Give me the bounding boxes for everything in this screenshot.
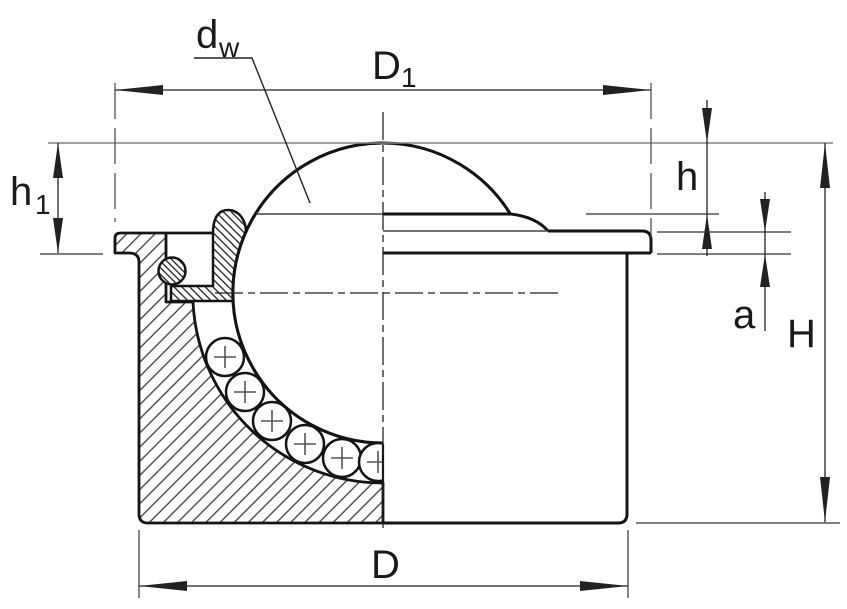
label-H: H <box>787 312 816 356</box>
arrowhead <box>760 254 770 287</box>
arrowhead <box>580 581 628 591</box>
label-dw-sub: w <box>218 32 240 63</box>
flange-lip-edge <box>548 229 653 253</box>
label-h1: h <box>10 170 32 214</box>
centerlines <box>215 112 560 528</box>
ball-center-crosses <box>214 346 383 473</box>
arrowhead <box>139 581 187 591</box>
arrowhead <box>760 199 770 232</box>
label-a: a <box>733 293 756 337</box>
cup-retainer-section <box>169 208 248 303</box>
label-h: h <box>676 155 698 199</box>
arrowhead <box>603 85 651 95</box>
dimension-H: H <box>787 143 830 522</box>
main-ball-outline <box>231 141 513 445</box>
arrowhead <box>53 218 63 253</box>
label-D1: D <box>372 44 401 88</box>
housing-profile-right <box>383 212 653 525</box>
dimension-h: h <box>586 100 719 256</box>
dimension-D: D <box>138 530 629 598</box>
arrowhead <box>115 85 163 95</box>
body-wall-and-bottom <box>383 253 629 525</box>
arrowhead <box>820 143 830 188</box>
support-balls <box>204 336 383 483</box>
label-h1-sub: 1 <box>35 189 51 220</box>
label-D1-sub: 1 <box>401 62 417 93</box>
cover-shoulder <box>510 212 550 233</box>
arrowhead <box>53 143 63 178</box>
dimension-D1: D 1 <box>114 44 652 238</box>
seal-ring <box>157 256 187 286</box>
label-dw: d <box>196 13 218 57</box>
dimension-a: a <box>657 192 791 337</box>
arrowhead <box>820 477 830 522</box>
label-D: D <box>371 543 400 587</box>
arrowhead <box>702 108 712 143</box>
dimension-h1: h 1 <box>10 143 103 255</box>
thin-edges <box>256 213 548 232</box>
leader-dw: d w <box>194 13 311 204</box>
